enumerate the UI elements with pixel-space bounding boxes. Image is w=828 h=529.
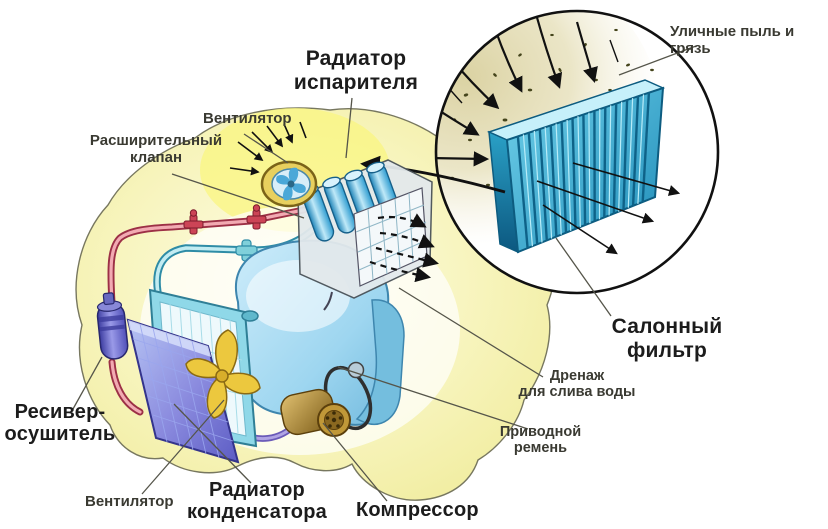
drain-tube — [323, 291, 333, 311]
label-expansion-valve: Расширительный клапан — [89, 132, 223, 166]
label-street-dust: Уличные пыль и грязь — [670, 23, 795, 57]
service-valve-fitting — [246, 204, 267, 230]
label-compressor: Компрессор — [356, 499, 479, 521]
leader-drive-belt — [337, 366, 529, 430]
compressor-illustration — [280, 361, 373, 437]
leader-fan-top — [243, 133, 289, 164]
label-cabin-filter: Салонный фильтр — [611, 315, 723, 362]
leader-drain — [398, 287, 544, 378]
bell-housing — [355, 299, 405, 425]
cabin-filter-illustration — [486, 79, 666, 254]
leader-cabin-filter — [555, 237, 612, 317]
cool-airflow-arrows — [369, 213, 439, 283]
evaporator-unit — [297, 159, 433, 311]
magnifier-ring — [434, 9, 720, 295]
label-fan-bottom: Вентилятор — [85, 493, 174, 510]
clean-air-arrows — [536, 162, 681, 255]
label-condenser-radiator: Радиатор конденсатора — [187, 479, 327, 524]
leader-lines — [72, 45, 697, 502]
leader-street-dust — [618, 45, 697, 76]
leader-condenser — [173, 403, 252, 484]
radiator-cap — [241, 310, 259, 322]
leader-evaporator — [345, 97, 353, 159]
refrigerant-pipes-high-pressure — [107, 203, 322, 416]
label-drain: Дренаж для слива воды — [518, 368, 636, 401]
filter-pleats — [516, 92, 651, 249]
evaporator-fan — [260, 160, 318, 208]
magnifier-inset — [434, 9, 720, 295]
receiver-dryer-illustration — [96, 292, 129, 360]
leader-receiver — [72, 356, 103, 410]
leader-expansion-valve — [171, 173, 305, 219]
expansion-valve-fitting — [183, 209, 204, 235]
condenser-fan — [185, 329, 261, 419]
leader-compressor — [322, 422, 388, 502]
leader-fan-bottom — [141, 399, 225, 495]
label-evaporator-radiator: Радиатор испарителя — [293, 47, 419, 94]
label-receiver-dryer: Ресивер- осушитель — [4, 401, 116, 446]
label-drive-belt: Приводной ремень — [499, 424, 582, 457]
condenser-radiator-illustration — [126, 318, 240, 464]
label-fan-top: Вентилятор — [203, 110, 292, 127]
fan-intake-arrows — [229, 121, 307, 176]
